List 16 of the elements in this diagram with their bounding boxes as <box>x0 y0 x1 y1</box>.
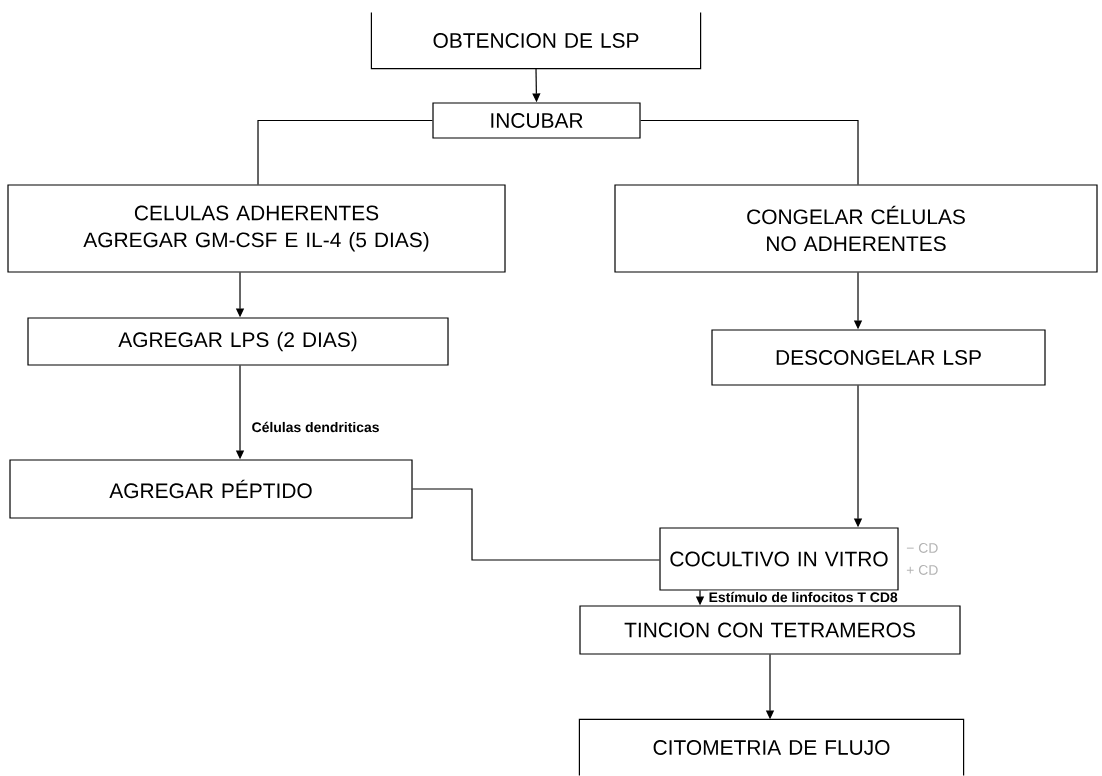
process-box: AGREGAR PÉPTIDO <box>9 459 413 519</box>
process-box: CITOMETRIA DE FLUJO <box>578 718 965 776</box>
connector-line <box>257 119 433 185</box>
edge-label: Células dendriticas <box>250 420 381 434</box>
process-box: CELULAS ADHERENTES AGREGAR GM-CSF E IL-4 (5 DIAS) <box>7 184 506 273</box>
process-box: AGREGAR LPS (2 DIAS) <box>27 317 449 366</box>
process-box: DESCONGELAR LSP <box>711 329 1046 386</box>
connector-line <box>412 488 660 561</box>
process-box: TINCION CON TETRAMEROS <box>579 605 961 655</box>
process-box: INCUBAR <box>432 102 641 139</box>
note-label: − CD <box>906 543 938 553</box>
note-label: + CD <box>906 565 938 575</box>
connector-line <box>640 119 859 185</box>
process-box: COCULTIVO IN VITRO <box>659 527 899 591</box>
process-box: OBTENCION DE LSP <box>370 11 702 70</box>
process-box: CONGELAR CÉLULAS NO ADHERENTES <box>614 184 1098 273</box>
